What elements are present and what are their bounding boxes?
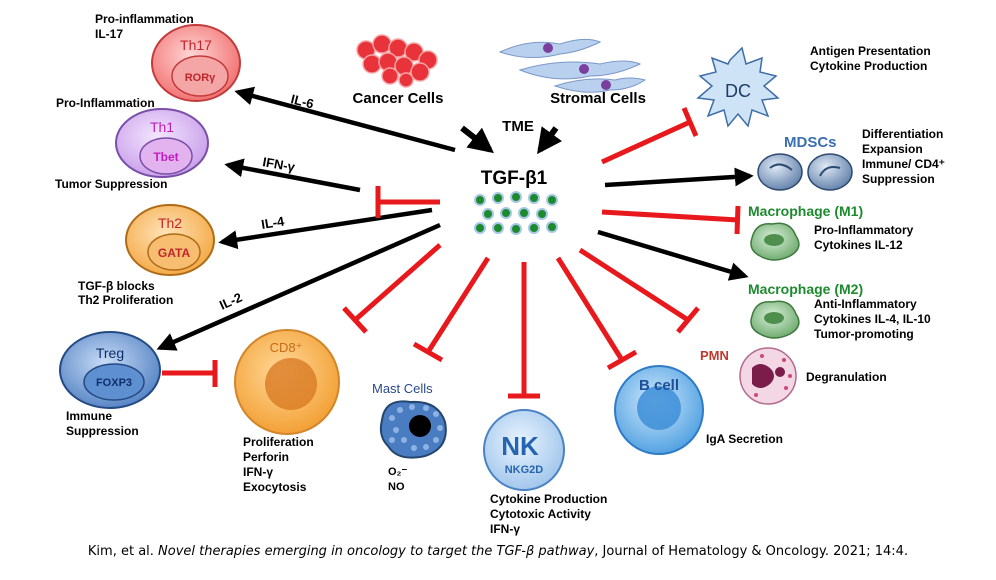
nk-text-3: IFN-γ <box>490 522 520 536</box>
m1-text-1: Pro-Inflammatory <box>814 223 914 237</box>
m2-text-3: Tumor-promoting <box>814 327 914 341</box>
tgf-beta1-label: TGF-β1 <box>481 168 548 189</box>
pmn-name: PMN <box>700 348 729 363</box>
th2-cell <box>125 204 215 276</box>
cd8-cell <box>234 329 340 435</box>
arrow-to-treg <box>156 222 441 351</box>
mast-cells-name: Mast Cells <box>372 381 433 396</box>
th17-top-text: Pro-inflammation <box>95 12 194 26</box>
th2-name: Th2 <box>158 215 182 231</box>
bcell-text: IgA Secretion <box>706 432 783 446</box>
pmn-cell-icon <box>739 347 797 405</box>
cd8-text-2: Perforin <box>243 450 289 464</box>
th2-text-1: TGF-β blocks <box>78 279 155 293</box>
m1-text-2: Cytokines IL-12 <box>814 238 903 252</box>
m2-name: Macrophage (M2) <box>748 281 863 297</box>
inhibit-bcell-line <box>555 256 625 362</box>
inhibit-cd8-line-center <box>353 243 442 322</box>
m2-text-2: Cytokines IL-4, IL-10 <box>814 312 931 326</box>
mdscs-text-4: Suppression <box>862 172 935 186</box>
citation-title: Novel therapies emerging in oncology to … <box>158 544 595 559</box>
cancer-cells-label: Cancer Cells <box>353 90 444 107</box>
citation-journal: , Journal of Hematology & Oncology. 2021… <box>594 544 909 559</box>
cd8-text-1: Proliferation <box>243 435 314 449</box>
tme-arrow-left <box>460 125 494 154</box>
il4-label: IL-4 <box>260 213 286 232</box>
stromal-cells-icon <box>498 38 647 93</box>
cd8-text-3: IFN-γ <box>243 465 273 479</box>
arrow-to-m2 <box>597 229 749 281</box>
treg-foxp3: FOXP3 <box>96 377 132 389</box>
dc-text-1: Antigen Presentation <box>810 44 931 58</box>
inhibit-m1-line <box>601 209 739 223</box>
th2-gata: GATA <box>158 246 191 260</box>
th1-name: Th1 <box>150 119 174 135</box>
mdscs-text-2: Expansion <box>862 142 923 156</box>
arrow-to-th1 <box>224 158 361 193</box>
cd8-text-4: Exocytosis <box>243 480 307 494</box>
mdscs-text-3: Immune/ CD4⁺ <box>862 157 945 171</box>
citation-authors: Kim, et al. <box>87 544 159 559</box>
mast-cell-icon <box>379 400 447 459</box>
dc-cell-icon <box>696 46 780 128</box>
m1-macrophage-icon <box>750 222 800 261</box>
th1-bottom-text: Tumor Suppression <box>55 177 167 191</box>
nk-text-2: Cytotoxic Activity <box>490 507 591 521</box>
mdscs-text-1: Differentiation <box>862 127 943 141</box>
inhibit-dc-bar <box>681 107 699 137</box>
cd8-name: CD8⁺ <box>270 340 303 355</box>
inhibit-dc-line <box>600 119 692 165</box>
inhibit-m1-bar <box>734 205 741 235</box>
ifn-gamma-label: IFN-γ <box>261 154 296 175</box>
m1-name: Macrophage (M1) <box>748 203 863 219</box>
citation-caption: Kim, et al. Novel therapies emerging in … <box>0 544 996 559</box>
mdscs-cells-icon <box>757 153 853 191</box>
arrow-to-th17 <box>234 86 456 153</box>
treg-name: Treg <box>96 345 124 361</box>
th2-text-2: Th2 Proliferation <box>78 293 173 307</box>
stromal-cells-label: Stromal Cells <box>550 90 646 107</box>
nk-text-1: Cytokine Production <box>490 492 607 506</box>
inhibit-cd8-bar-center <box>342 306 368 334</box>
arrow-to-mdscs <box>604 167 754 188</box>
treg-text-2: Suppression <box>66 424 139 438</box>
inhibit-pmn-bar <box>676 306 700 334</box>
inhibit-mast-bar <box>412 341 444 363</box>
cancer-cells-icon <box>356 34 438 88</box>
dc-text-2: Cytokine Production <box>810 59 927 73</box>
m2-macrophage-icon <box>750 300 800 339</box>
mast-o2-label: O₂⁻ <box>388 466 407 478</box>
tme-arrow-right <box>537 126 563 155</box>
activation-arrows <box>156 86 754 351</box>
nk-nkg2d: NKG2D <box>505 464 544 476</box>
inhibit-bcell-bar <box>606 349 638 371</box>
m2-text-1: Anti-Inflammatory <box>814 297 917 311</box>
mast-no-label: NO <box>388 481 405 493</box>
tme-label: TME <box>502 118 534 135</box>
treg-text-1: Immune <box>66 409 112 423</box>
th17-name: Th17 <box>180 37 212 53</box>
inhibition-bars <box>162 107 741 399</box>
th1-tbet: Tbet <box>153 150 178 164</box>
pmn-text: Degranulation <box>806 370 887 384</box>
il2-label: IL-2 <box>217 290 244 313</box>
il6-label: IL-6 <box>289 91 315 111</box>
inhibit-mast-line <box>425 256 491 354</box>
mdscs-name: MDSCs <box>784 134 837 151</box>
nk-cell <box>483 409 565 491</box>
arrow-to-th2 <box>218 207 433 250</box>
b-cell <box>614 365 704 455</box>
th17-ror-gamma: RORγ <box>185 72 216 84</box>
th1-cell <box>115 108 209 178</box>
th1-top-text: Pro-Inflammation <box>56 96 155 110</box>
inhibit-pmn-line <box>578 247 690 323</box>
treg-cell <box>59 331 161 409</box>
th17-cell <box>151 24 241 102</box>
tgf-beta1-molecules-icon <box>474 191 558 235</box>
nk-name: NK <box>501 431 539 461</box>
bcell-name: B cell <box>639 377 679 394</box>
th17-bottom-text: IL-17 <box>95 27 123 41</box>
dc-name: DC <box>725 81 751 101</box>
